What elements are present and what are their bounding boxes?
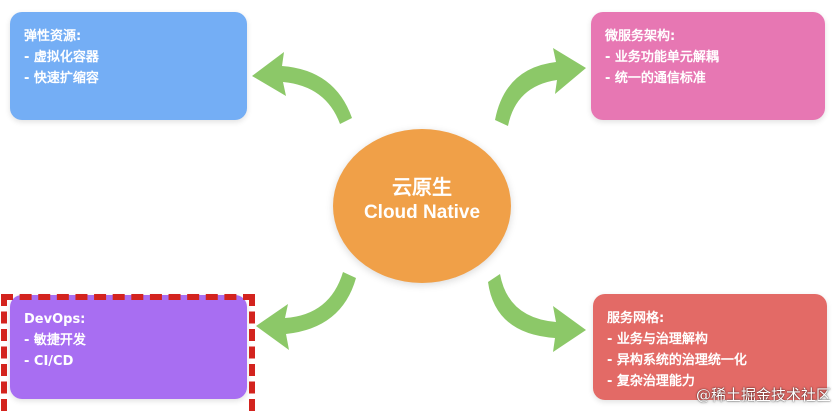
microservices-item: - 统一的通信标准	[605, 71, 706, 86]
devops-item: - CI/CD	[24, 354, 74, 369]
elastic-resources-item: - 快速扩缩容	[24, 71, 99, 86]
service-mesh-item: - 复杂治理能力	[607, 374, 695, 389]
service-mesh-box: 服务网格: - 业务与治理解构 - 异构系统的治理统一化 - 复杂治理能力	[593, 294, 827, 400]
service-mesh-item: - 业务与治理解构	[607, 332, 708, 347]
arrow-to-top-right	[495, 48, 586, 126]
service-mesh-title: 服务网格:	[607, 311, 665, 326]
devops-highlight-frame	[1, 294, 255, 411]
service-mesh-item: - 异构系统的治理统一化	[607, 353, 747, 368]
watermark: @稀土掘金技术社区	[695, 386, 831, 404]
microservices-item: - 业务功能单元解耦	[605, 50, 719, 65]
microservices-title: 微服务架构:	[605, 29, 676, 44]
elastic-resources-title: 弹性资源:	[24, 29, 82, 44]
devops-title: DevOps:	[24, 312, 86, 327]
cloud-native-center-circle: 云原生 Cloud Native	[333, 129, 511, 283]
devops-item: - 敏捷开发	[24, 333, 86, 348]
arrow-to-top-left	[252, 52, 352, 124]
arrow-to-bottom-left	[256, 272, 356, 350]
elastic-resources-item: - 虚拟化容器	[24, 50, 99, 65]
elastic-resources-box: 弹性资源: - 虚拟化容器 - 快速扩缩容	[10, 12, 247, 120]
devops-box: DevOps: - 敏捷开发 - CI/CD	[10, 295, 247, 399]
microservices-box: 微服务架构: - 业务功能单元解耦 - 统一的通信标准	[591, 12, 825, 120]
center-title-cn: 云原生	[392, 175, 452, 199]
center-title-en: Cloud Native	[363, 202, 481, 223]
arrow-to-bottom-right	[488, 274, 586, 352]
